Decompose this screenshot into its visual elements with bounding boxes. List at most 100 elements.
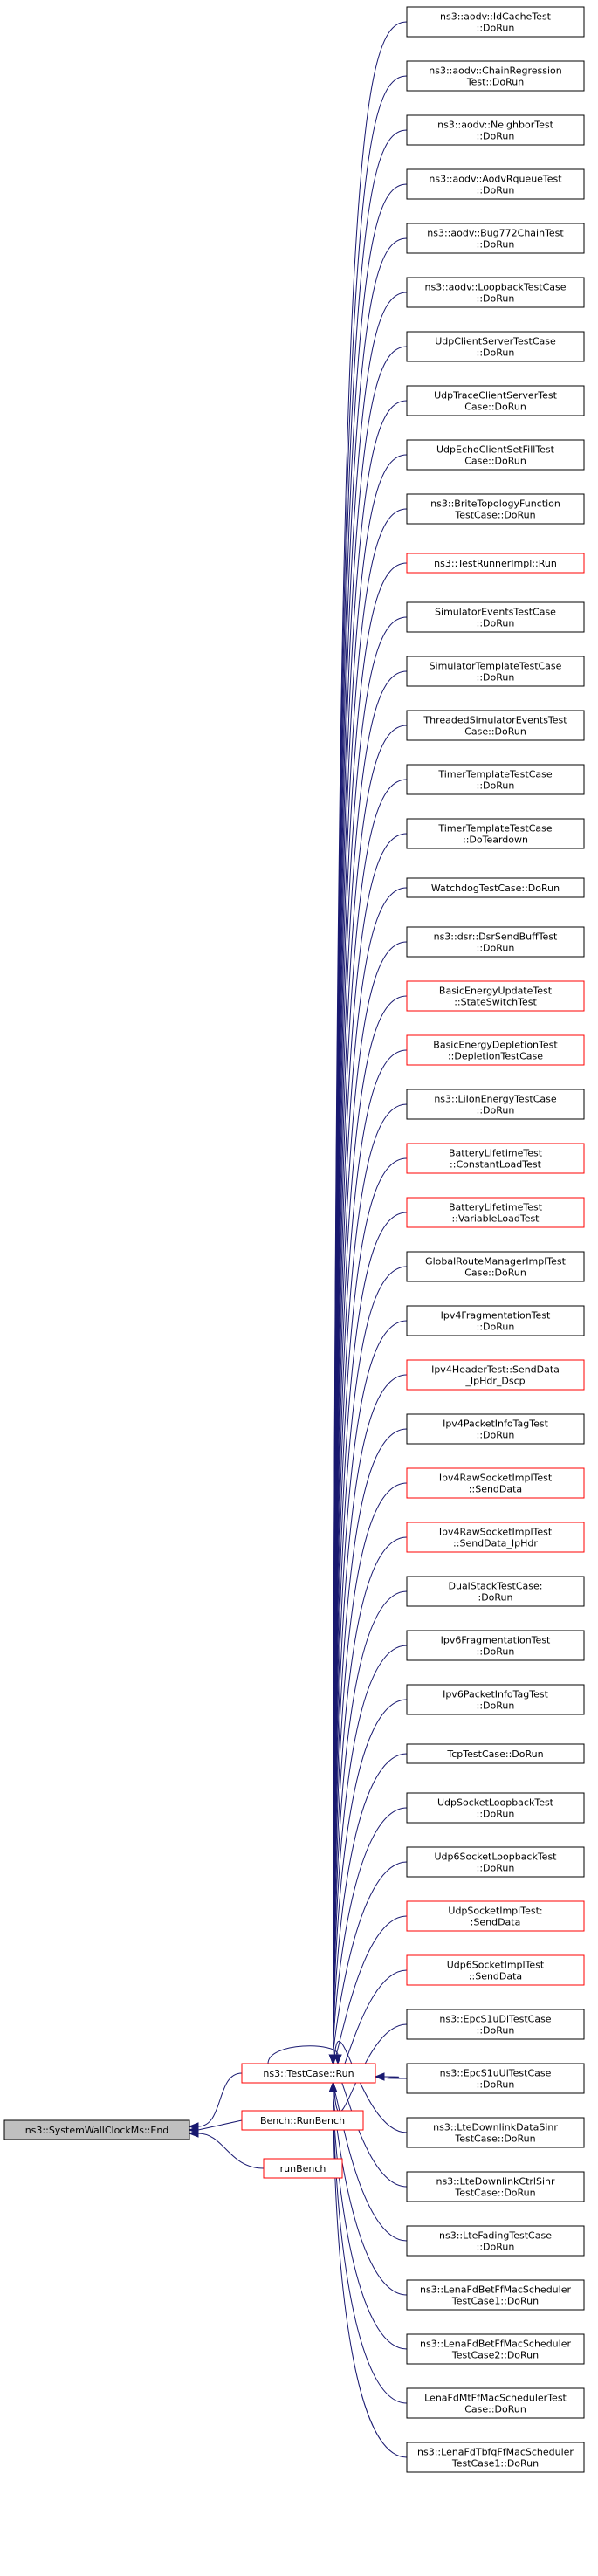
edge-ns3-ltedownlinkdatasinr-testcase-dorun-to-run bbox=[333, 2040, 408, 2133]
node-basicenergydepletiontest-depletiontestcase[interactable]: BasicEnergyDepletionTest::DepletionTestC… bbox=[406, 1034, 585, 1066]
edge-basicenergydepletiontest-depletiontestcase-to-run bbox=[333, 1049, 408, 2056]
node-label-line: Udp6SocketImplTest bbox=[447, 1960, 545, 1971]
node-box bbox=[406, 331, 585, 362]
edge-ns3-epcs1udltestcase-dorun-to-run bbox=[333, 2023, 408, 2112]
edge-runbench-to-root bbox=[197, 2133, 265, 2169]
node-box bbox=[241, 2063, 376, 2084]
node-label-line: TestCase1::DoRun bbox=[451, 2296, 539, 2307]
node-timertemplatetestcase-dorun[interactable]: TimerTemplateTestCase::DoRun bbox=[406, 764, 585, 795]
node-ns3-epcs1uultestcase-dorun[interactable]: ns3::EpcS1uUlTestCase::DoRun bbox=[406, 2063, 585, 2094]
node-ipv4rawsocketimpltest-senddata[interactable]: Ipv4RawSocketImplTest::SendData bbox=[406, 1467, 585, 1499]
node-ns3-testrunnerimpl-run[interactable]: ns3::TestRunnerImpl::Run bbox=[406, 553, 585, 574]
node-tcptestcase-dorun[interactable]: TcpTestCase::DoRun bbox=[406, 1743, 585, 1764]
node-ns3-ltefadingtestcase-dorun[interactable]: ns3::LteFadingTestCase::DoRun bbox=[406, 2225, 585, 2257]
edge-line bbox=[197, 2119, 243, 2131]
node-ipv6fragmentationtest-dorun[interactable]: Ipv6FragmentationTest::DoRun bbox=[406, 1630, 585, 1661]
node-runbench[interactable]: runBench bbox=[263, 2158, 343, 2179]
node-simulatoreventstestcase-dorun[interactable]: SimulatorEventsTestCase::DoRun bbox=[406, 601, 585, 633]
node-ns3-dsr-dsrsendbufftest-dorun[interactable]: ns3::dsr::DsrSendBuffTest::DoRun bbox=[406, 926, 585, 958]
node-box bbox=[406, 1900, 585, 1932]
node-udp6socketimpltest-senddata[interactable]: Udp6SocketImplTest::SendData bbox=[406, 1954, 585, 1986]
edge-line bbox=[333, 2040, 408, 2133]
node-label-line: ::DoRun bbox=[477, 347, 515, 359]
node-label-line: ::VariableLoadTest bbox=[452, 1213, 540, 1225]
edge-globalroutemanagerimpltest-case-dorun-to-run bbox=[333, 1266, 408, 2056]
node-udp6socketloopbacktest-dorun[interactable]: Udp6SocketLoopbackTest::DoRun bbox=[406, 1846, 585, 1878]
node-timertemplatetestcase-doteardown[interactable]: TimerTemplateTestCase::DoTeardown bbox=[406, 818, 585, 849]
node-ns3-aodv-bug772chaintest-dorun[interactable]: ns3::aodv::Bug772ChainTest::DoRun bbox=[406, 223, 585, 254]
node-label-line: ns3::TestRunnerImpl::Run bbox=[434, 558, 557, 569]
node-label-line: ::DoRun bbox=[477, 672, 515, 683]
edge-ns3-aodv-idcachetest-dorun-to-run bbox=[333, 21, 408, 2056]
node-label-line: Case::DoRun bbox=[464, 726, 526, 738]
node-ns3-aodv-loopbacktestcase-dorun[interactable]: ns3::aodv::LoopbackTestCase::DoRun bbox=[406, 277, 585, 308]
node-label-line: ns3::aodv::NeighborTest bbox=[437, 120, 553, 131]
node-ns3-lenafdbetffmacscheduler-testcase1-dorun[interactable]: ns3::LenaFdBetFfMacSchedulerTestCase1::D… bbox=[406, 2279, 585, 2311]
node-box bbox=[406, 926, 585, 958]
node-udpclientservertestcase-dorun[interactable]: UdpClientServerTestCase::DoRun bbox=[406, 331, 585, 362]
node-label-line: ::ConstantLoadTest bbox=[450, 1159, 542, 1171]
node-box bbox=[406, 277, 585, 308]
edge-ns3-lenafdbetffmacscheduler-testcase1-dorun-to-run bbox=[333, 2091, 408, 2296]
node-ipv4fragmentationtest-dorun[interactable]: Ipv4FragmentationTest::DoRun bbox=[406, 1305, 585, 1336]
edge-run-to-root bbox=[197, 2072, 243, 2127]
node-ns3-epcs1udltestcase-dorun[interactable]: ns3::EpcS1uDlTestCase::DoRun bbox=[406, 2009, 585, 2040]
node-label-line: ns3::BriteTopologyFunction bbox=[430, 498, 560, 510]
node-label-line: TestCase::DoRun bbox=[454, 2133, 535, 2145]
node-ipv4headertest-senddata-iphdr-dscp[interactable]: Ipv4HeaderTest::SendData_IpHdr_Dscp bbox=[406, 1359, 585, 1391]
node-box bbox=[406, 1413, 585, 1445]
node-ns3-lenafdbetffmacscheduler-testcase2-dorun[interactable]: ns3::LenaFdBetFfMacSchedulerTestCase2::D… bbox=[406, 2333, 585, 2365]
node-label-line: UdpClientServerTestCase bbox=[435, 336, 556, 347]
edge-line bbox=[333, 1212, 408, 2056]
edge-line bbox=[333, 1266, 408, 2056]
node-label-line: TestCase::DoRun bbox=[454, 510, 535, 521]
node-box bbox=[406, 656, 585, 687]
node-basicenergyupdatetest-stateswitchtest[interactable]: BasicEnergyUpdateTest::StateSwitchTest bbox=[406, 980, 585, 1012]
node-box bbox=[406, 2387, 585, 2419]
node-udpsocketimpltest-senddata[interactable]: UdpSocketImplTest::SendData bbox=[406, 1900, 585, 1932]
node-ipv6packetinfotagtest-dorun[interactable]: Ipv6PacketInfoTagTest::DoRun bbox=[406, 1684, 585, 1715]
node-ns3-lenafdtbfqffmacscheduler-testcase1-dorun[interactable]: ns3::LenaFdTbfqFfMacSchedulerTestCase1::… bbox=[406, 2442, 585, 2473]
node-box bbox=[406, 2442, 585, 2473]
edge-arrowhead bbox=[188, 2129, 199, 2138]
edge-arrowhead bbox=[328, 2081, 338, 2092]
edge-line bbox=[333, 1049, 408, 2056]
node-batterylifetimetest-variableloadtest[interactable]: BatteryLifetimeTest::VariableLoadTest bbox=[406, 1197, 585, 1228]
node-bench-runbench[interactable]: Bench::RunBench bbox=[241, 2110, 364, 2131]
node-box bbox=[406, 980, 585, 1012]
node-ns3-aodv-neighbortest-dorun[interactable]: ns3::aodv::NeighborTest::DoRun bbox=[406, 114, 585, 146]
node-ipv4packetinfotagtest-dorun[interactable]: Ipv4PacketInfoTagTest::DoRun bbox=[406, 1413, 585, 1445]
node-ns3-aodv-idcachetest-dorun[interactable]: ns3::aodv::IdCacheTest::DoRun bbox=[406, 6, 585, 38]
node-ns3-britetopologyfunction-testcase-dorun[interactable]: ns3::BriteTopologyFunctionTestCase::DoRu… bbox=[406, 493, 585, 525]
node-label-line: ns3::LteDownlinkCtrlSinr bbox=[436, 2176, 555, 2188]
node-label-line: Udp6SocketLoopbackTest bbox=[434, 1851, 557, 1863]
node-label-line: ns3::EpcS1uUlTestCase bbox=[440, 2068, 552, 2079]
node-box bbox=[406, 764, 585, 795]
node-udpsocketloopbacktest-dorun[interactable]: UdpSocketLoopbackTest::DoRun bbox=[406, 1792, 585, 1824]
edge-line bbox=[333, 1374, 408, 2056]
edge-udp6socketloopbacktest-dorun-to-run bbox=[333, 1861, 408, 2056]
edge-ipv4packetinfotagtest-dorun-to-run bbox=[333, 1428, 408, 2056]
node-label-line: BatteryLifetimeTest bbox=[449, 1202, 543, 1213]
node-ns3-liionenergytestcase-dorun[interactable]: ns3::LiIonEnergyTestCase::DoRun bbox=[406, 1089, 585, 1120]
node-watchdogtestcase-dorun[interactable]: WatchdogTestCase::DoRun bbox=[406, 877, 585, 898]
node-batterylifetimetest-constantloadtest[interactable]: BatteryLifetimeTest::ConstantLoadTest bbox=[406, 1143, 585, 1174]
node-ipv4rawsocketimpltest-senddata-iphdr[interactable]: Ipv4RawSocketImplTest::SendData_IpHdr bbox=[406, 1522, 585, 1553]
edge-line bbox=[333, 1753, 408, 2056]
node-ns3-aodv-aodvrqueuetest-dorun[interactable]: ns3::aodv::AodvRqueueTest::DoRun bbox=[406, 168, 585, 200]
node-label-line: ::StateSwitchTest bbox=[454, 997, 537, 1008]
node-simulatortemplatetestcase-dorun[interactable]: SimulatorTemplateTestCase::DoRun bbox=[406, 656, 585, 687]
node-ns3-testcase-run[interactable]: ns3::TestCase::Run bbox=[241, 2063, 376, 2084]
edge-line bbox=[197, 2072, 243, 2127]
node-box bbox=[406, 223, 585, 254]
node-dualstacktestcase-dorun[interactable]: DualStackTestCase::DoRun bbox=[406, 1576, 585, 1607]
node-box bbox=[406, 1305, 585, 1336]
